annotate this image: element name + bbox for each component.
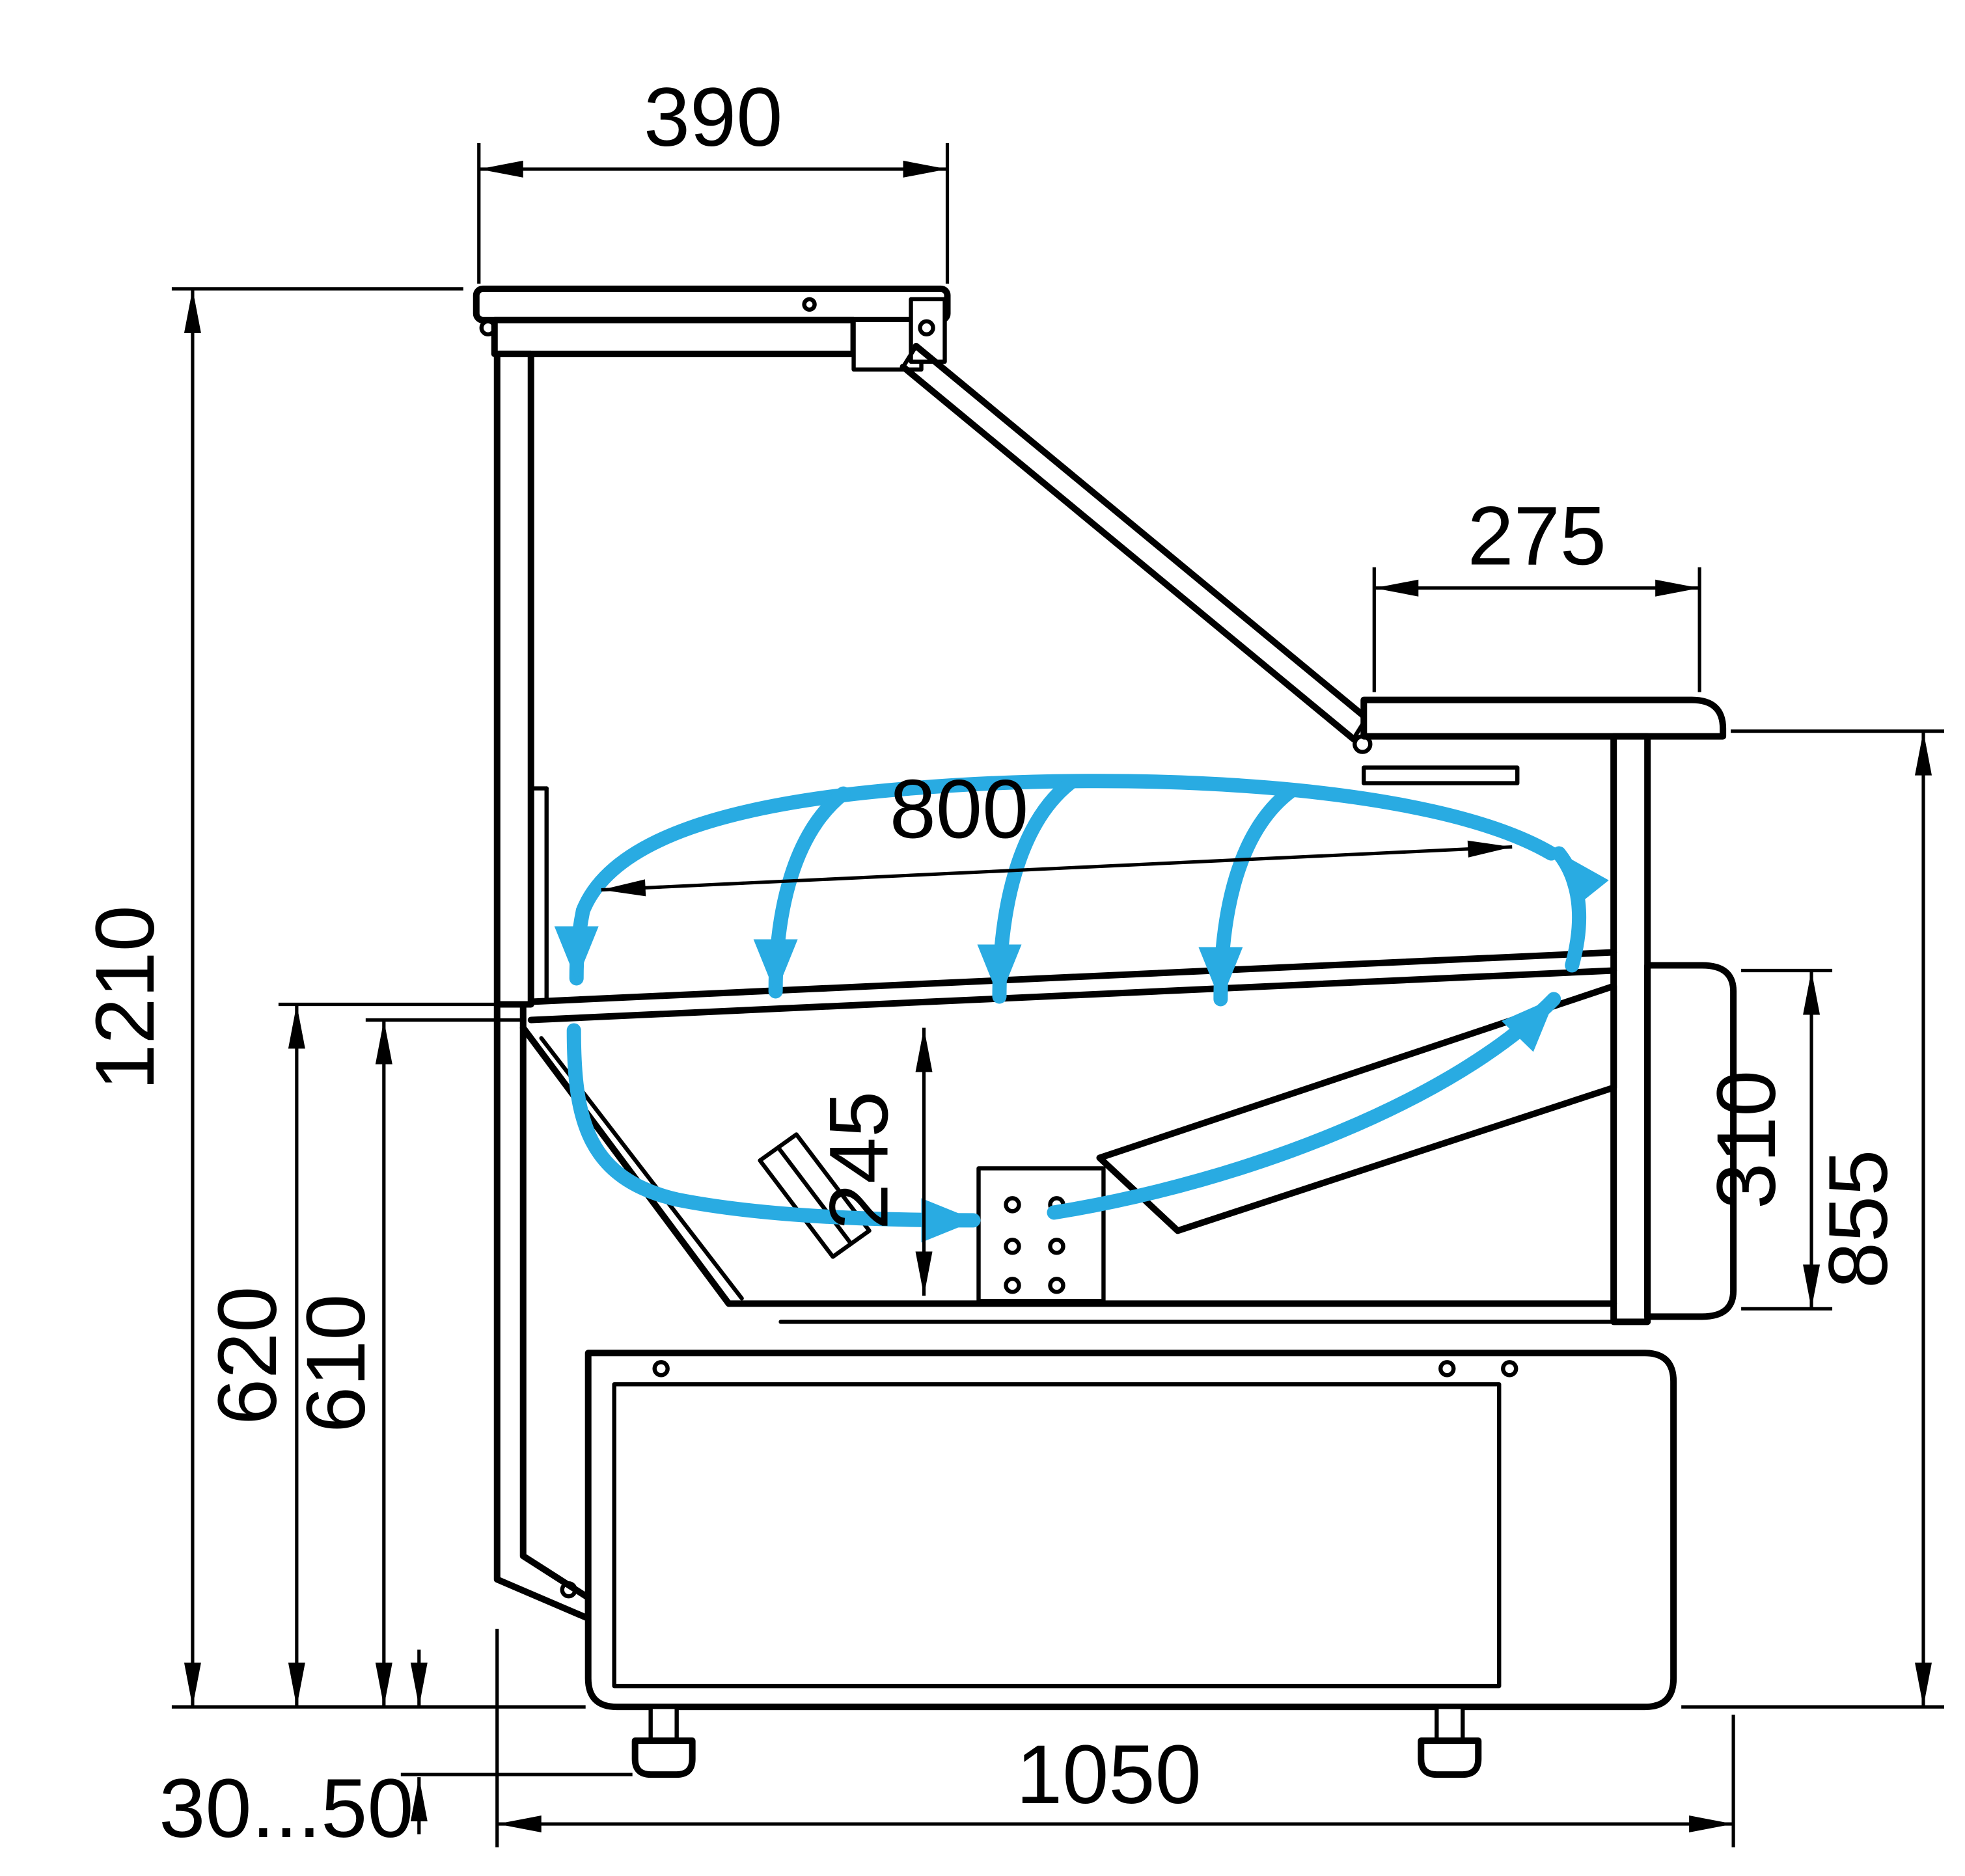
dim-foot-adjustment: 30...50 bbox=[159, 1650, 633, 1855]
dim-well-depth: 245 bbox=[813, 1027, 933, 1296]
dim-back-height-outer: 620 bbox=[201, 1002, 521, 1707]
dim-label-foot-adjustment: 30...50 bbox=[159, 1762, 413, 1855]
dim-overall-height: 1210 bbox=[79, 287, 586, 1709]
airflow-right-riser-arrow bbox=[1552, 846, 1609, 973]
dim-counter-height: 855 bbox=[1681, 729, 1945, 1709]
dim-base-width: 1050 bbox=[495, 1629, 1735, 1848]
dimensions: 390 1210 620 610 30...50 bbox=[79, 71, 1945, 1855]
airflow-dome-arrow bbox=[554, 774, 1559, 986]
dim-label-overall-height: 1210 bbox=[79, 905, 172, 1091]
adjustable-foot-left bbox=[631, 1704, 696, 1778]
airflow-branch-arrow-1 bbox=[753, 786, 851, 999]
dim-label-counter-depth: 275 bbox=[1467, 490, 1606, 583]
dim-front-panel-height: 310 bbox=[1700, 968, 1833, 1311]
dim-counter-depth: 275 bbox=[1372, 490, 1701, 692]
airflow-duct-up-arrow bbox=[1047, 992, 1561, 1220]
base-cabinet bbox=[584, 1350, 1677, 1711]
counter-slab bbox=[1360, 696, 1737, 1325]
airflow-left-return-arrow bbox=[566, 1023, 981, 1243]
airflow-arrows bbox=[554, 774, 1609, 1243]
dim-label-base-width: 1050 bbox=[1016, 1728, 1202, 1821]
front-glass bbox=[900, 342, 1373, 754]
well bbox=[519, 983, 1617, 1324]
machine-outline bbox=[473, 285, 1737, 1778]
canopy bbox=[473, 285, 951, 372]
rear-wall bbox=[493, 350, 592, 1622]
dim-label-back-height-outer: 620 bbox=[201, 1286, 294, 1425]
dim-display-depth: 800 bbox=[601, 763, 1513, 897]
dim-back-height-inner: 610 bbox=[290, 1018, 521, 1707]
dim-label-front-panel-height: 310 bbox=[1700, 1070, 1793, 1209]
dim-label-back-height-inner: 610 bbox=[290, 1294, 383, 1433]
adjustable-foot-right bbox=[1418, 1704, 1482, 1778]
dim-label-counter-height: 855 bbox=[1812, 1150, 1905, 1288]
dim-label-canopy-width: 390 bbox=[644, 71, 782, 164]
display-deck bbox=[527, 786, 1617, 1024]
dim-label-well-depth: 245 bbox=[813, 1091, 906, 1230]
dim-canopy-width: 390 bbox=[477, 71, 950, 284]
dim-label-display-depth: 800 bbox=[890, 763, 1028, 856]
